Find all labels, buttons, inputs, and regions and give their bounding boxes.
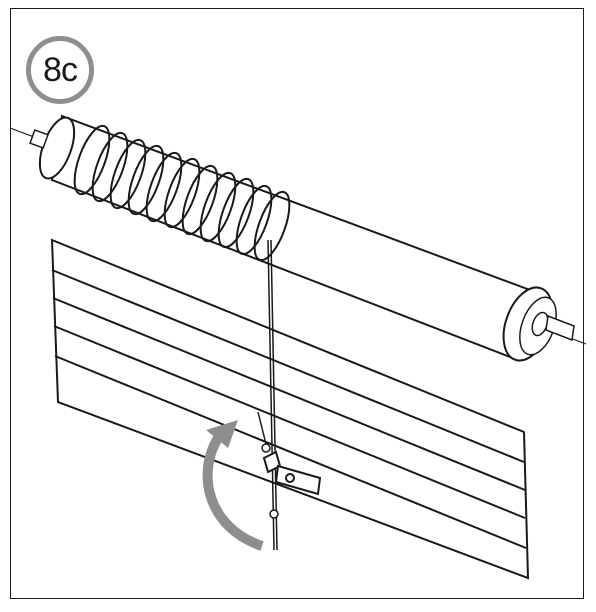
mounting-clip bbox=[262, 450, 322, 496]
cord-coil bbox=[73, 124, 291, 262]
rotation-arrow bbox=[202, 420, 264, 551]
pull-cord bbox=[257, 239, 279, 551]
step-number-badge: 8c bbox=[26, 36, 94, 104]
step-number-label: 8c bbox=[43, 50, 78, 89]
shade-panel bbox=[50, 238, 530, 580]
roller-tube bbox=[29, 114, 575, 362]
